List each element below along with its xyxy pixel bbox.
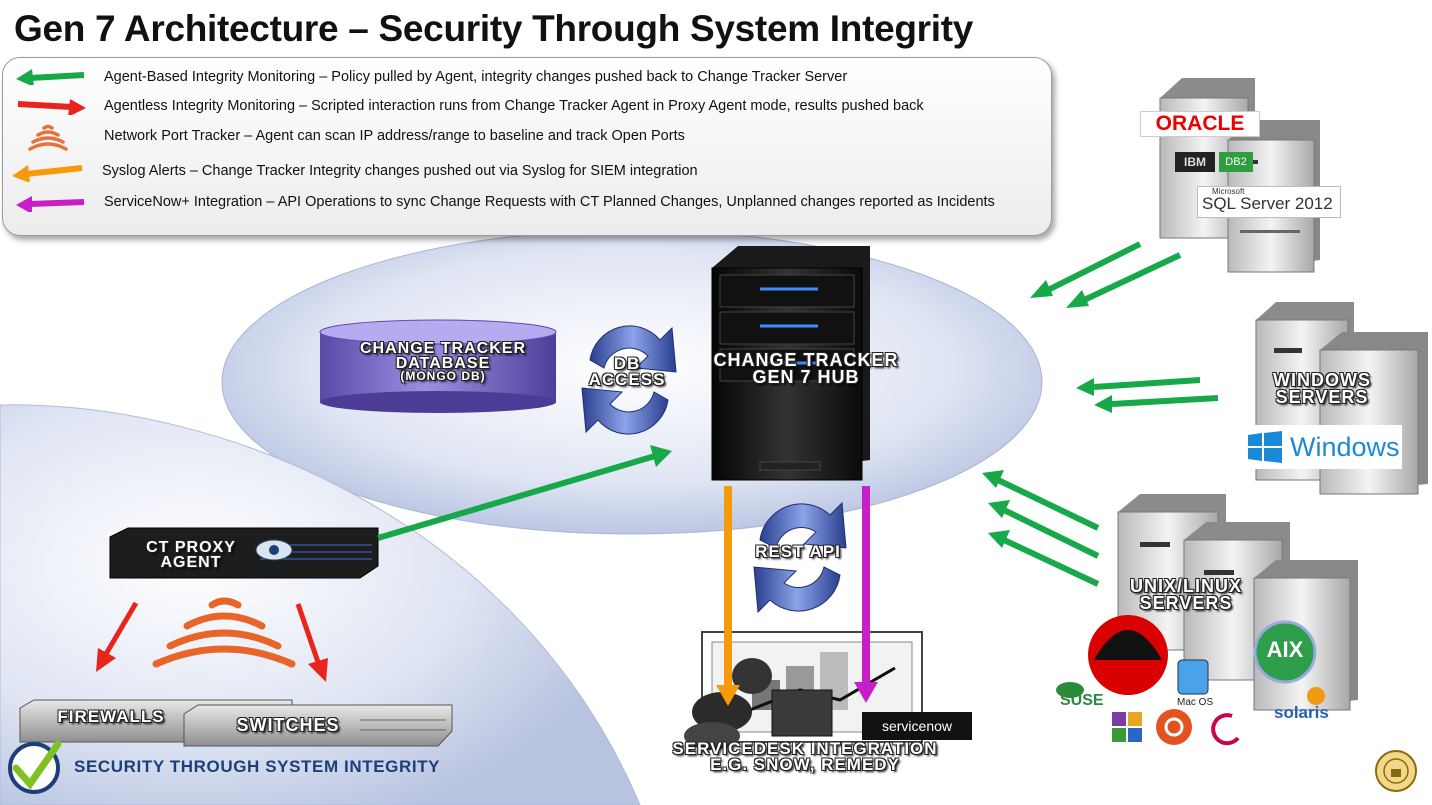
db-access-line2: ACCESS [588, 369, 666, 389]
rest-api-arrows-icon [753, 501, 847, 614]
footer-tagline: SECURITY THROUGH SYSTEM INTEGRITY [74, 757, 441, 776]
windows-label-line2: SERVERS [1275, 386, 1369, 407]
windows-logo: Windows [1242, 425, 1402, 469]
hub-label: CHANGE TRACKER GEN 7 HUB [686, 350, 926, 387]
unix-servers-label: UNIX/LINUX SERVERS [1106, 576, 1266, 613]
macos-logo-icon [1177, 659, 1209, 695]
switches-rack [183, 704, 453, 747]
servicedesk-label: SERVICEDESK INTEGRATION E.G. SNOW, REMED… [630, 739, 980, 774]
sqlserver-label: SQL Server 2012 [1202, 194, 1333, 213]
db-access-line1: DB [613, 354, 641, 373]
aix-logo-icon [1253, 620, 1317, 684]
legend-panel [2, 57, 1052, 236]
database-label-line2: DATABASE [395, 354, 491, 372]
legend-icon-orange-arrow [12, 165, 83, 182]
db-access-label: DB ACCESS [572, 354, 682, 389]
legend-icon-port-waves [28, 124, 68, 151]
database-label: CHANGE TRACKER DATABASE (MONGO DB) [333, 340, 553, 384]
aix-logo: AIX [1266, 637, 1304, 662]
suse-chameleon-icon [1056, 682, 1084, 698]
proxy-agent-rack [109, 527, 379, 579]
certification-badge-icon [1375, 750, 1417, 792]
os-logos [1056, 615, 1325, 746]
windows-flag-icon [1248, 431, 1282, 463]
unix-label-line1: UNIX/LINUX [1129, 576, 1242, 596]
legend-text-agentless: Agentless Integrity Monitoring – Scripte… [104, 98, 924, 114]
agent-arrows [377, 241, 1219, 587]
suse-logo: SUSE [1060, 692, 1104, 709]
nmap-badge: NMAP [258, 565, 285, 575]
microsoft-label: Microsoft [1212, 187, 1245, 196]
ubuntu-logo-icon [1156, 709, 1192, 745]
legend-text-port-tracker: Network Port Tracker – Agent can scan IP… [104, 128, 685, 144]
proxy-label-line2: AGENT [160, 553, 222, 571]
proxy-agent-label: CT PROXY AGENT [116, 539, 266, 571]
port-scan-waves-icon [152, 597, 296, 668]
servicedesk-scene [684, 631, 923, 750]
legend-icon-green-arrow [16, 69, 85, 85]
firewalls-label: FIREWALLS [57, 707, 165, 726]
solaris-logo: solaris [1274, 703, 1329, 722]
switches-label: SWITCHES [236, 715, 340, 735]
servicenow-logo: servicenow [862, 712, 972, 740]
proxy-label-line1: CT PROXY [146, 539, 236, 556]
database-label-line1: CHANGE TRACKER [360, 340, 526, 357]
db2-logo: DB2 [1219, 152, 1253, 172]
servicedesk-label-line2: E.G. SNOW, REMEDY [710, 754, 900, 774]
windows-label-line1: WINDOWS [1273, 370, 1371, 390]
legend-text-syslog: Syslog Alerts – Change Tracker Integrity… [102, 163, 698, 179]
legend-icon-red-arrow [17, 99, 86, 115]
legend-text-servicenow: ServiceNow+ Integration – API Operations… [104, 194, 995, 210]
database-label-line3: (MONGO DB) [400, 369, 486, 384]
fedora-logo-icon [1112, 712, 1142, 742]
agentless-arrows [96, 601, 328, 682]
windows-servers-label: WINDOWS SERVERS [1252, 370, 1392, 407]
legend-icon-magenta-arrow [16, 196, 85, 212]
db-access-arrows-icon [581, 325, 677, 435]
syslog-arrowhead [716, 685, 740, 706]
rest-api-label: REST API [755, 542, 841, 561]
oracle-logo: ORACLE [1140, 111, 1260, 137]
hub-server [711, 246, 870, 481]
ibm-logo: IBM [1175, 152, 1215, 172]
servicenow-arrowhead [854, 682, 878, 703]
hub-label-line1: CHANGE TRACKER [713, 350, 899, 370]
hub-label-line2: GEN 7 HUB [752, 366, 860, 387]
legend-text-agent-based: Agent-Based Integrity Monitoring – Polic… [104, 69, 848, 85]
unix-label-line2: SERVERS [1139, 592, 1233, 613]
database-cylinder [319, 319, 557, 413]
servicedesk-label-line1: SERVICEDESK INTEGRATION [672, 739, 938, 758]
sqlserver-logo: Microsoft SQL Server 2012 [1197, 186, 1341, 218]
debian-logo-icon [1211, 713, 1240, 746]
macos-logo: Mac OS [1177, 697, 1214, 708]
solaris-sun-icon [1307, 687, 1325, 705]
check-mark-icon [8, 740, 62, 794]
page-title: Gen 7 Architecture – Security Through Sy… [14, 8, 974, 49]
